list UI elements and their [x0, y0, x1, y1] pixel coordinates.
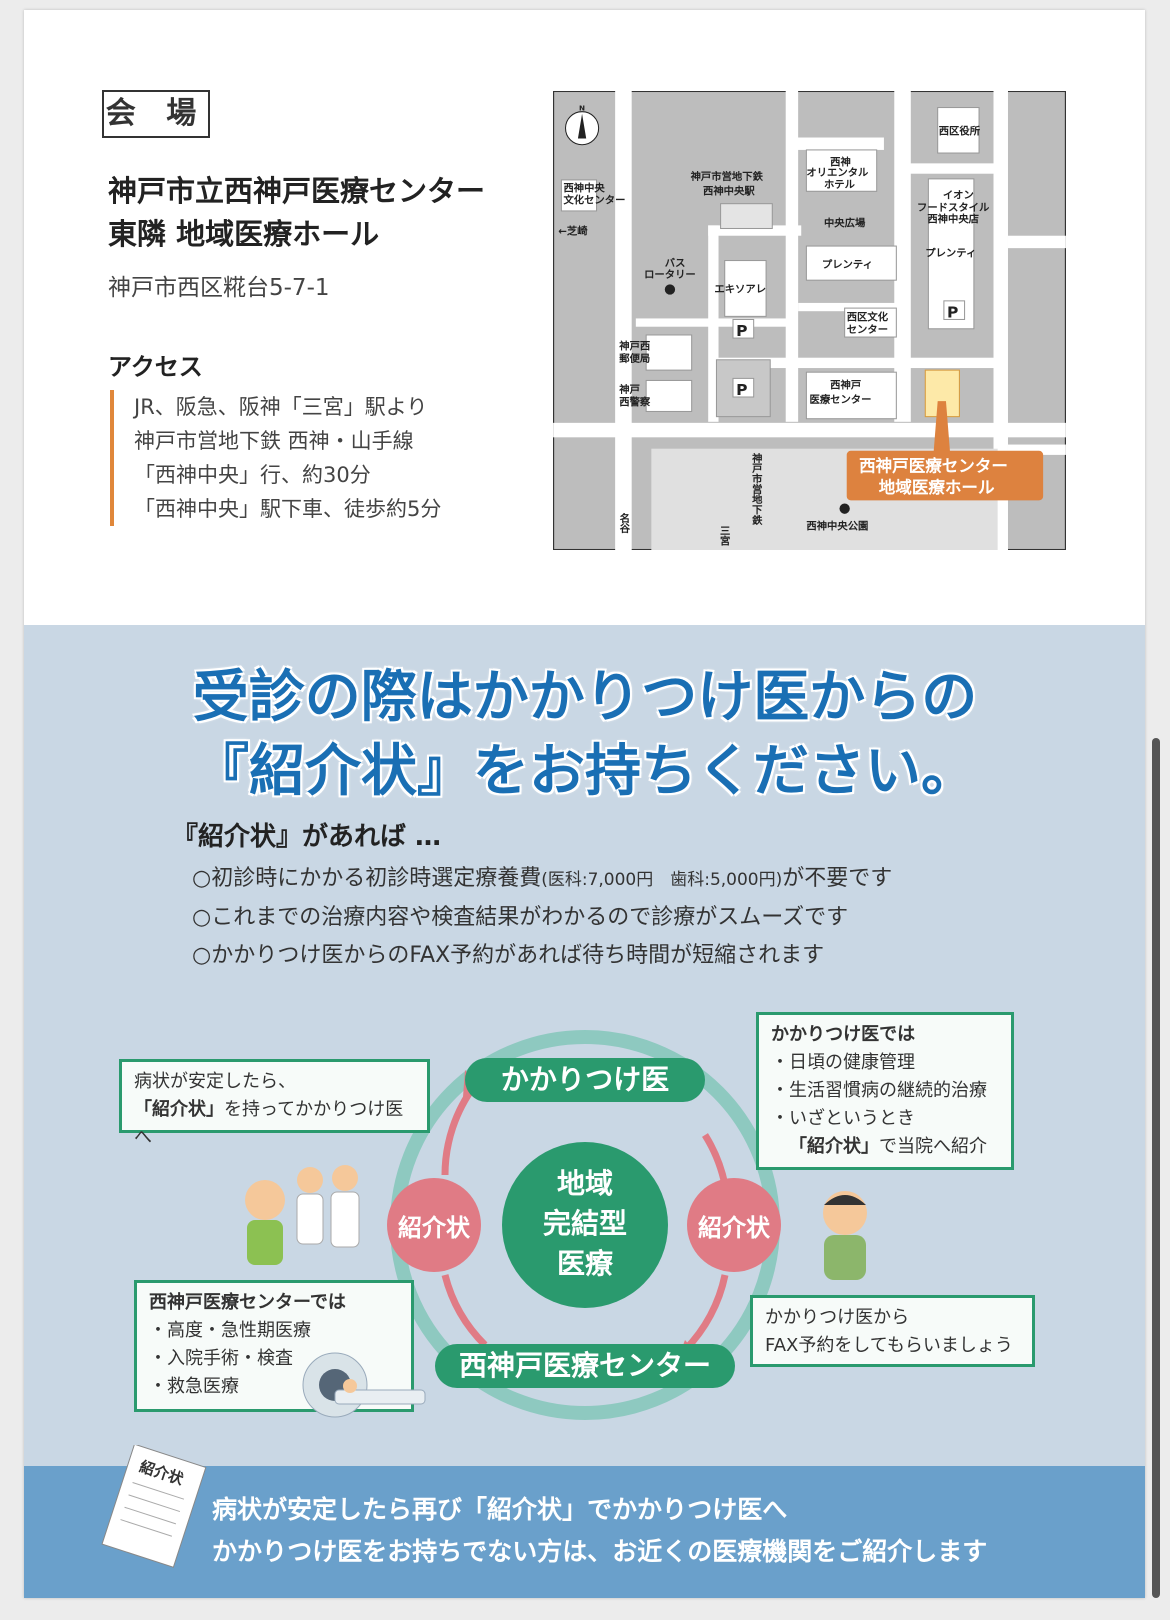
arrow-right-bottom	[682, 1274, 729, 1353]
referral-letter-icon: 紹介状	[101, 1445, 207, 1568]
svg-text:センター: センター	[847, 324, 888, 336]
benefit-item: ○これまでの治療内容や検査結果がわかるので診療がスムーズです	[192, 905, 849, 930]
family-doctor-pill: かかりつけ医	[465, 1058, 705, 1102]
referral-badge-right: 紹介状	[687, 1178, 781, 1272]
benefit-item: ○かかりつけ医からのFAX予約があれば待ち時間が短縮されます	[192, 943, 825, 968]
box-stable-return: 病状が安定したら、「紹介状」を持ってかかりつけ医へ	[119, 1059, 430, 1148]
access-line: JR、阪急、阪神「三宮」駅より	[134, 395, 428, 419]
svg-text:イオン: イオン	[943, 190, 974, 202]
svg-text:西区役所: 西区役所	[939, 124, 981, 137]
svg-text:中央広場: 中央広場	[824, 216, 866, 229]
svg-text:西神中央駅: 西神中央駅	[703, 184, 755, 197]
svg-text:エキソアレ: エキソアレ	[714, 284, 766, 296]
svg-text:名谷: 名谷	[617, 512, 629, 534]
svg-text:西神戸: 西神戸	[830, 379, 861, 392]
venue-name-1: 神戸市立西神戸医療センター	[108, 174, 486, 208]
svg-text:西区文化: 西区文化	[847, 311, 889, 324]
svg-text:三宮: 三宮	[718, 525, 730, 546]
mri-scanner-illustration	[302, 1352, 426, 1418]
svg-text:P: P	[736, 381, 747, 399]
svg-text:医療センター: 医療センター	[810, 393, 872, 406]
svg-text:プレンティ: プレンティ	[925, 246, 976, 259]
headline-line2: 『紹介状』をお持ちください。	[193, 739, 977, 804]
access-list: JR、阪急、阪神「三宮」駅より 神戸市営地下鉄 西神・山手線 「西神中央」行、約…	[110, 390, 441, 526]
svg-text:地域医療ホール: 地域医療ホール	[879, 477, 995, 497]
svg-text:神戸市営地下鉄: 神戸市営地下鉄	[691, 170, 764, 183]
benefit-item: ○初診時にかかる初診時選定療養費(医科:7,000円 歯科:5,000円)が不要…	[192, 866, 893, 891]
svg-text:ホテル: ホテル	[824, 179, 856, 191]
svg-text:←芝崎: ←芝崎	[558, 225, 588, 238]
svg-text:西神: 西神	[830, 155, 851, 168]
svg-text:西神中央店: 西神中央店	[927, 212, 979, 225]
patient-with-staff-illustration	[245, 1165, 360, 1265]
banner-line1: 病状が安定したら再び「紹介状」でかかりつけ医へ	[212, 1495, 788, 1524]
svg-text:西神中央公園: 西神中央公園	[806, 519, 868, 532]
svg-text:神戸市営地下鉄: 神戸市営地下鉄	[750, 452, 762, 526]
access-line: 「西神中央」行、約30分	[134, 463, 371, 487]
benefits-list: ○初診時にかかる初診時選定療養費(医科:7,000円 歯科:5,000円)が不要…	[192, 860, 892, 975]
svg-text:P: P	[736, 322, 747, 340]
venue-name-2: 東隣 地域医療ホール	[108, 217, 380, 251]
scrollbar[interactable]	[1152, 738, 1160, 1598]
map-callout	[846, 450, 1044, 501]
svg-text:ロータリー: ロータリー	[644, 269, 696, 281]
svg-text:文化センター: 文化センター	[562, 194, 625, 207]
headline-line1: 受診の際はかかりつけ医からの	[192, 665, 978, 730]
access-line: 「西神中央」駅下車、徒歩約5分	[134, 497, 442, 521]
hospital-pill: 西神戸医療センター	[435, 1344, 735, 1388]
svg-text:オリエンタル: オリエンタル	[806, 167, 869, 179]
svg-text:P: P	[947, 303, 958, 321]
benefits-title: 『紹介状』があれば …	[172, 822, 442, 852]
sick-patient-illustration	[823, 1191, 867, 1280]
svg-text:バス: バス	[665, 258, 686, 270]
center-circle: 地域完結型医療	[502, 1142, 668, 1308]
svg-text:フードスタイル: フードスタイル	[917, 202, 990, 214]
access-line: 神戸市営地下鉄 西神・山手線	[134, 429, 414, 453]
venue-address: 神戸市西区糀台5-7-1	[108, 275, 330, 301]
referral-badge-left: 紹介状	[387, 1178, 481, 1272]
north-label: N	[579, 104, 585, 113]
venue-label: 会 場	[102, 90, 210, 138]
access-title: アクセス	[108, 353, 203, 381]
svg-text:西神戸医療センター: 西神戸医療センター	[859, 455, 1008, 475]
svg-text:西警察: 西警察	[619, 395, 651, 408]
svg-text:郵便局: 郵便局	[619, 352, 650, 365]
banner-line2: かかりつけ医をお持ちでない方は、お近くの医療機関をご紹介します	[212, 1537, 988, 1566]
svg-text:神戸: 神戸	[619, 383, 640, 396]
box-family-doctor: かかりつけ医では ・日頃の健康管理・生活習慣病の継続的治療・いざというとき 「紹…	[756, 1012, 1014, 1170]
roads	[553, 91, 1066, 550]
svg-text:神戸西: 神戸西	[619, 339, 650, 352]
svg-text:プレンティ: プレンティ	[822, 258, 873, 271]
svg-text:西神中央: 西神中央	[563, 181, 605, 194]
footer-banner	[24, 1466, 1145, 1598]
